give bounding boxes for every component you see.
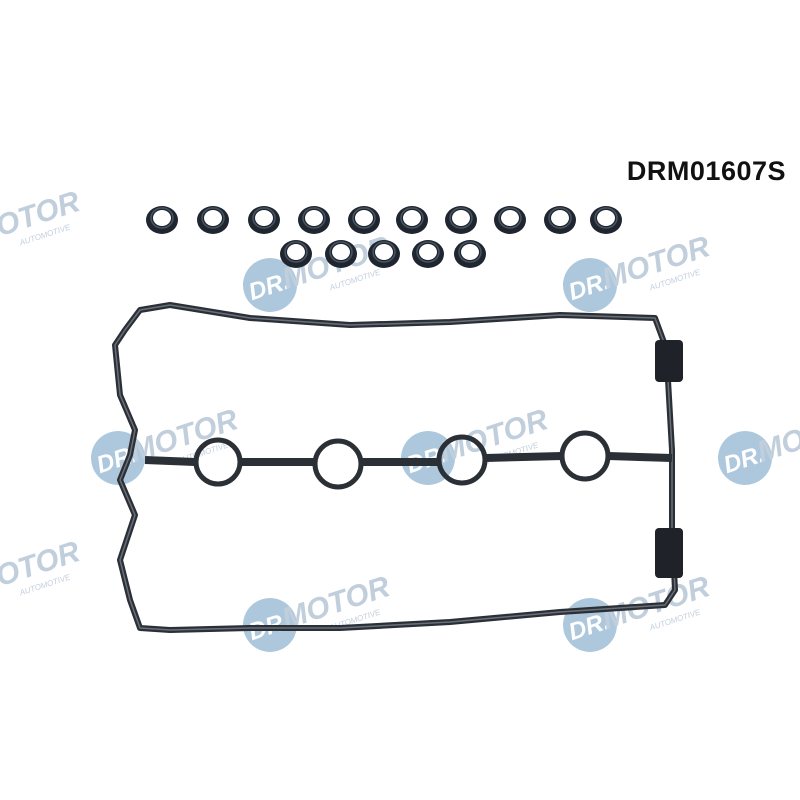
seal-ring xyxy=(396,206,428,234)
seal-ring xyxy=(454,240,486,268)
part-number: DRM01607S xyxy=(626,156,786,186)
seal-ring xyxy=(412,240,444,268)
seal-ring xyxy=(348,206,380,234)
svg-text:MOTOR: MOTOR xyxy=(0,535,84,601)
seal-ring xyxy=(298,206,330,234)
seal-ring xyxy=(280,240,312,268)
valve-cover-gasket xyxy=(112,302,683,633)
seal-ring xyxy=(368,240,400,268)
seal-ring xyxy=(325,240,357,268)
seal-ring xyxy=(590,206,622,234)
seal-rings xyxy=(146,206,622,268)
seal-ring xyxy=(197,206,229,234)
seal-ring xyxy=(146,206,178,234)
seal-ring xyxy=(248,206,280,234)
svg-text:MOTOR: MOTOR xyxy=(753,403,800,469)
seal-ring xyxy=(544,206,576,234)
svg-text:MOTOR: MOTOR xyxy=(0,185,84,251)
seal-ring xyxy=(494,206,526,234)
seal-ring xyxy=(445,206,477,234)
